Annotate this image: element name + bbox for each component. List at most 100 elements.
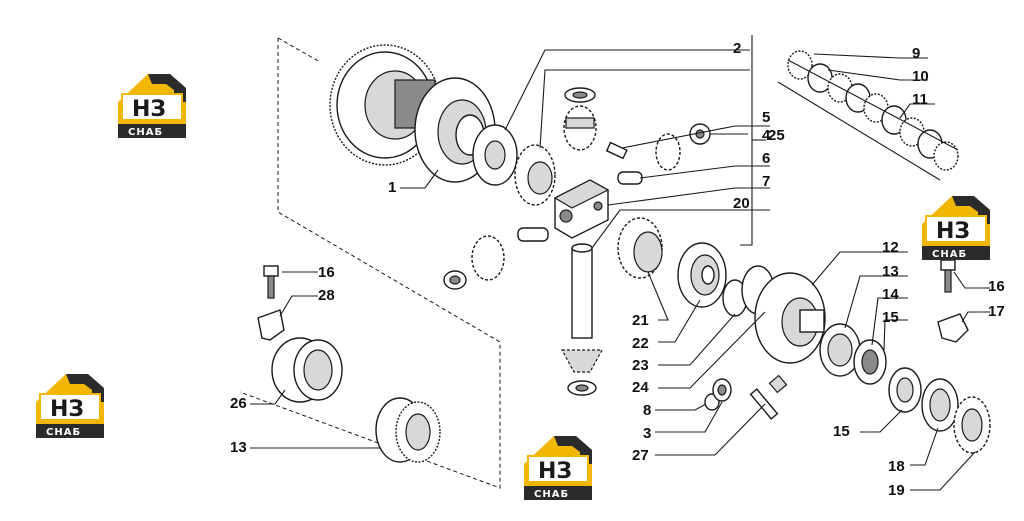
bearing-cup-26 <box>271 337 343 403</box>
clutch-plates <box>787 50 959 171</box>
callout-25: 25 <box>768 127 785 144</box>
leader-21 <box>647 271 669 321</box>
bearing-14 <box>853 339 887 385</box>
leader-9 <box>813 53 928 59</box>
washer-15 <box>888 367 922 413</box>
leader-13r <box>844 275 908 329</box>
callout-10: 10 <box>912 68 929 85</box>
nut-19 <box>953 396 991 454</box>
pin-left <box>517 227 549 242</box>
callout-9: 9 <box>912 45 920 62</box>
callout-2: 2 <box>733 40 741 57</box>
svg-text:CHAБ: CHAБ <box>534 489 569 500</box>
housing-12 <box>754 272 826 364</box>
brand-logo-3: HЗ CHAБ <box>35 373 105 439</box>
leader-22 <box>658 299 701 343</box>
callout-13-right: 13 <box>882 263 899 280</box>
callout-26: 26 <box>230 395 247 412</box>
leader-19 <box>910 451 976 491</box>
leader-12 <box>811 251 908 286</box>
callout-23: 23 <box>632 357 649 374</box>
leader-7 <box>607 187 770 206</box>
thrust-washer-large <box>472 124 518 186</box>
callout-5: 5 <box>762 109 770 126</box>
gear-21 <box>617 217 663 279</box>
svg-text:HЗ: HЗ <box>936 219 970 244</box>
callout-1: 1 <box>388 179 396 196</box>
leader-10 <box>827 69 928 81</box>
bearing-13-right <box>819 323 861 377</box>
callout-3: 3 <box>643 425 651 442</box>
brand-logo-2: HЗ CHAБ <box>921 195 991 261</box>
leader-1 <box>400 169 439 189</box>
callout-11: 11 <box>912 91 928 108</box>
cup-18 <box>921 378 959 432</box>
leader-23 <box>658 313 736 366</box>
callout-6: 6 <box>762 150 770 167</box>
leader-16r <box>953 271 990 289</box>
bracket-28 <box>257 309 285 341</box>
callout-16-left: 16 <box>318 264 335 281</box>
leader-14 <box>871 297 908 346</box>
pinion-gear-top <box>563 105 597 151</box>
leader-26 <box>250 389 286 405</box>
cross-shaft <box>560 243 604 396</box>
svg-text:HЗ: HЗ <box>538 459 572 484</box>
bearing-13-left <box>375 397 441 463</box>
leader-2b <box>539 69 750 149</box>
leader-17 <box>961 311 990 323</box>
callout-24: 24 <box>632 379 649 396</box>
leader-11 <box>899 103 935 119</box>
svg-text:CHAБ: CHAБ <box>128 127 163 138</box>
exploded-frame-top <box>277 37 321 63</box>
bolt-27 <box>749 374 788 420</box>
leader-6 <box>639 165 770 179</box>
svg-text:HЗ: HЗ <box>50 397 84 422</box>
callout-15-upper: 15 <box>882 309 899 326</box>
leader-24 <box>658 311 766 389</box>
callout-17: 17 <box>988 303 1005 320</box>
callout-8: 8 <box>643 402 651 419</box>
pin-5 <box>605 141 628 160</box>
leader-27 <box>655 403 766 456</box>
leader-8 <box>655 403 707 411</box>
leader-28 <box>279 295 318 317</box>
leader-18 <box>910 427 939 466</box>
callout-20: 20 <box>733 195 750 212</box>
plate-pack-outline-bottom <box>777 81 941 181</box>
callout-12: 12 <box>882 239 899 256</box>
leader-20 <box>591 209 770 249</box>
callout-19: 19 <box>888 482 905 499</box>
leader-2 <box>504 49 750 131</box>
callout-14: 14 <box>882 286 899 303</box>
clip-17 <box>937 313 969 343</box>
callout-28: 28 <box>318 287 335 304</box>
callout-4: 4 <box>762 127 771 144</box>
callout-27: 27 <box>632 447 649 464</box>
exploded-frame-left <box>239 38 501 489</box>
bolt-16-left <box>263 265 279 299</box>
spider-block <box>553 179 610 239</box>
callout-13-left: 13 <box>230 439 247 456</box>
small-gear-4 <box>655 123 711 171</box>
callout-21: 21 <box>632 312 649 329</box>
bolt-16-right <box>940 259 956 293</box>
pinion-top-washer <box>564 87 596 103</box>
callout-7: 7 <box>762 173 770 190</box>
leader-5 <box>621 125 770 149</box>
callout-22: 22 <box>632 335 649 352</box>
callout-15-lower: 15 <box>833 423 850 440</box>
pin-6 <box>617 171 643 185</box>
leader-15b <box>860 409 903 433</box>
leader-25 <box>740 35 753 246</box>
callout-16-right: 16 <box>988 278 1005 295</box>
leader-15a <box>883 319 908 351</box>
crown-wheel-housing <box>329 44 496 183</box>
svg-text:CHAБ: CHAБ <box>932 249 967 260</box>
ring-22 <box>677 242 727 308</box>
washer-3 <box>712 378 732 402</box>
brand-logo-1: HЗ CHAБ <box>117 73 187 139</box>
side-gear-upper <box>514 144 556 206</box>
svg-text:CHAБ: CHAБ <box>46 427 81 438</box>
